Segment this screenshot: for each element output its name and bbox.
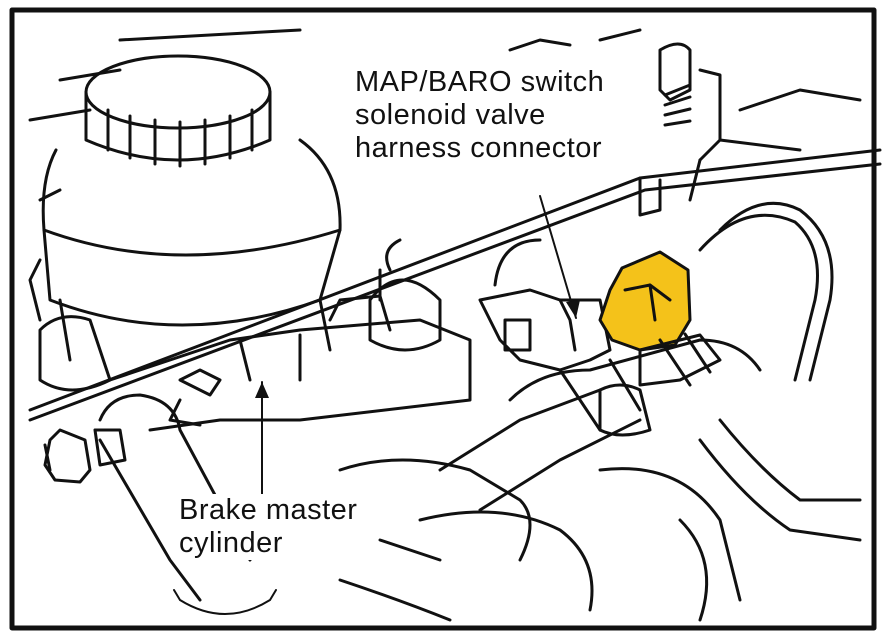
upper-right-stud [658,42,862,202]
firewall-line [28,28,302,202]
lower-engine-parts [338,458,742,622]
label-line: Brake master [179,494,358,526]
leader-arrow-solenoid [566,300,580,318]
label-line: harness connector [355,132,603,164]
reservoir-body [28,138,342,362]
reservoir-cap [84,54,272,168]
leader-line-solenoid [539,195,577,319]
brake-master-cylinder-label: Brake master cylinder [176,494,361,560]
brake-line-tube [28,148,882,422]
bottom-bracket-mark [173,589,277,615]
map-baro-solenoid-label: MAP/BARO switch solenoid valve harness c… [352,66,608,165]
right-pipe [698,201,862,542]
label-line: cylinder [179,527,283,559]
upper-bracket [508,28,642,52]
bolt [43,428,92,484]
solenoid-valve-detail [623,283,672,322]
leader-arrow-master-cylinder [255,382,269,398]
harness-connector [478,238,612,372]
label-line: solenoid valve [355,99,546,131]
diagram-border [9,7,877,631]
label-line: MAP/BARO switch [355,66,605,98]
left-hose [93,393,252,602]
main-air-hose [438,332,762,512]
solenoid-valve-highlight [598,250,692,352]
